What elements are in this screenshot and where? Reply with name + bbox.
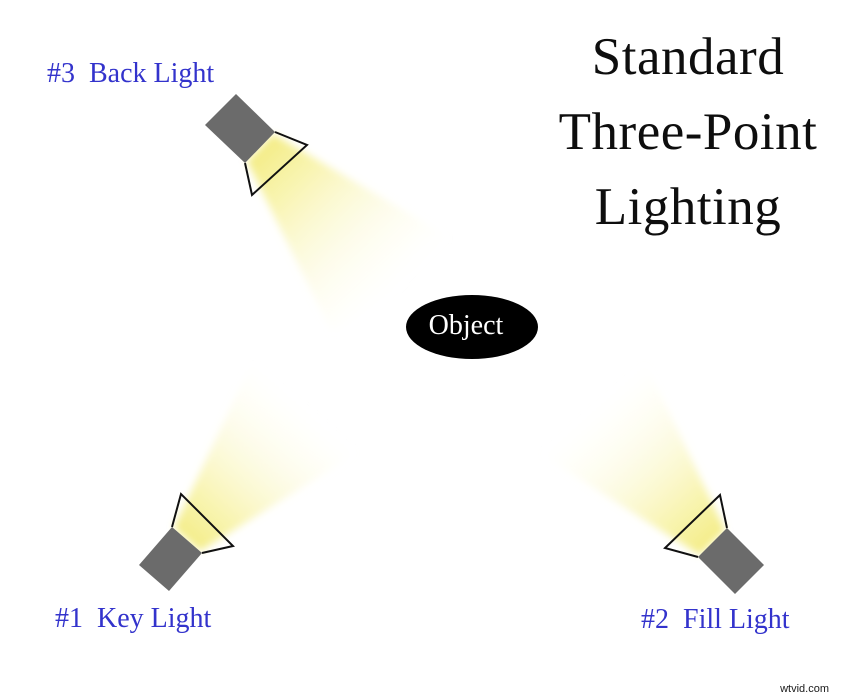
fill-light-cone <box>663 493 728 558</box>
fill-light-beam <box>537 362 725 555</box>
back-light-body <box>205 94 275 163</box>
title-line-2: Three-Point <box>558 103 818 161</box>
back-light-cone <box>244 131 309 197</box>
back-light-label: #3 Back Light <box>47 58 215 89</box>
title-line-3: Lighting <box>594 178 782 236</box>
fill-light-label: #2 Fill Light <box>641 604 790 635</box>
back-light-beam <box>247 134 468 333</box>
diagram-title: Standard Three-Point Lighting <box>538 20 838 245</box>
watermark: wtvid.com <box>780 683 829 695</box>
key-light-label: #1 Key Light <box>55 603 212 634</box>
object-label: Object <box>428 310 504 341</box>
key-light-cone <box>171 492 235 554</box>
object-ellipse <box>406 295 538 359</box>
key-light-beam <box>174 362 362 551</box>
title-line-1: Standard <box>591 28 785 86</box>
key-light-body <box>139 527 202 591</box>
fill-light-body <box>698 528 764 594</box>
